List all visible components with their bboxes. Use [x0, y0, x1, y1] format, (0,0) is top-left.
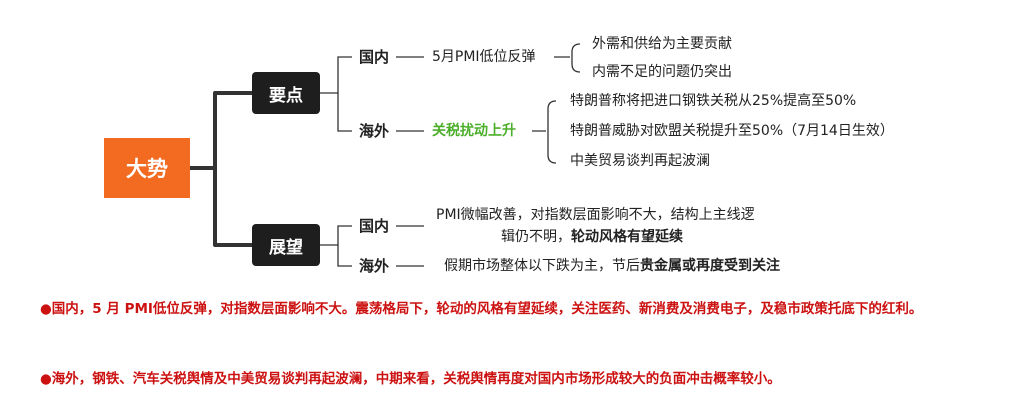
overseas-detail-1: 特朗普称将把进口钢铁关税从25%提高至50% — [570, 93, 857, 109]
overseas-detail-2: 特朗普威胁对欧盟关税提升至50%（7月14日生效） — [570, 123, 894, 139]
overseas-summary: 关税扰动上升 — [432, 123, 516, 139]
outlook-node: 展望 — [252, 224, 320, 266]
domestic-summary: 5月PMI低位反弹 — [432, 49, 536, 65]
note-domestic: ●国内，5 月 PMI低位反弹，对指数层面影响不大。震荡格局下，轮动的风格有望延… — [40, 301, 923, 317]
outlook-domestic-label: 国内 — [359, 217, 390, 235]
key-points-to-regions-connector — [320, 56, 352, 132]
overseas-detail-3: 中美贸易谈判再起波澜 — [570, 153, 710, 169]
outlook-overseas-label: 海外 — [359, 257, 390, 275]
outlook-overseas-bold: 贵金属或再度受到关注 — [640, 258, 780, 274]
root-to-outlook-connector — [213, 166, 254, 247]
key-points-node: 要点 — [252, 72, 320, 114]
note-overseas: ●海外，钢铁、汽车关税舆情及中美贸易谈判再起波澜，中期来看，关税舆情再度对国内市… — [40, 371, 781, 387]
domestic-detail-2: 内需不足的问题仍突出 — [592, 64, 732, 80]
outlook-overseas-text: 假期市场整体以下跌为主，节后贵金属或再度受到关注 — [444, 257, 780, 275]
root-to-key-points-connector — [188, 91, 254, 170]
outlook-domestic-line-2-plain: 辑仍不明， — [501, 229, 571, 245]
outlook-domestic-line-2-bold: 轮动风格有望延续 — [571, 229, 683, 245]
outlook-domestic-line-1: PMI微幅改善，对指数层面影响不大，结构上主线逻 — [436, 207, 755, 223]
outlook-to-regions-connector — [320, 225, 352, 267]
domestic-details-bracket — [554, 43, 581, 73]
domestic-detail-1: 外需和供给为主要贡献 — [592, 36, 732, 52]
key-points-overseas-label: 海外 — [359, 122, 390, 140]
overseas-details-bracket — [532, 100, 557, 164]
outlook-overseas-plain: 假期市场整体以下跌为主，节后 — [444, 258, 640, 274]
key-points-domestic-label: 国内 — [359, 48, 390, 66]
outlook-domestic-line-2: 辑仍不明，轮动风格有望延续 — [501, 228, 683, 246]
root-node: 大势 — [104, 138, 190, 198]
